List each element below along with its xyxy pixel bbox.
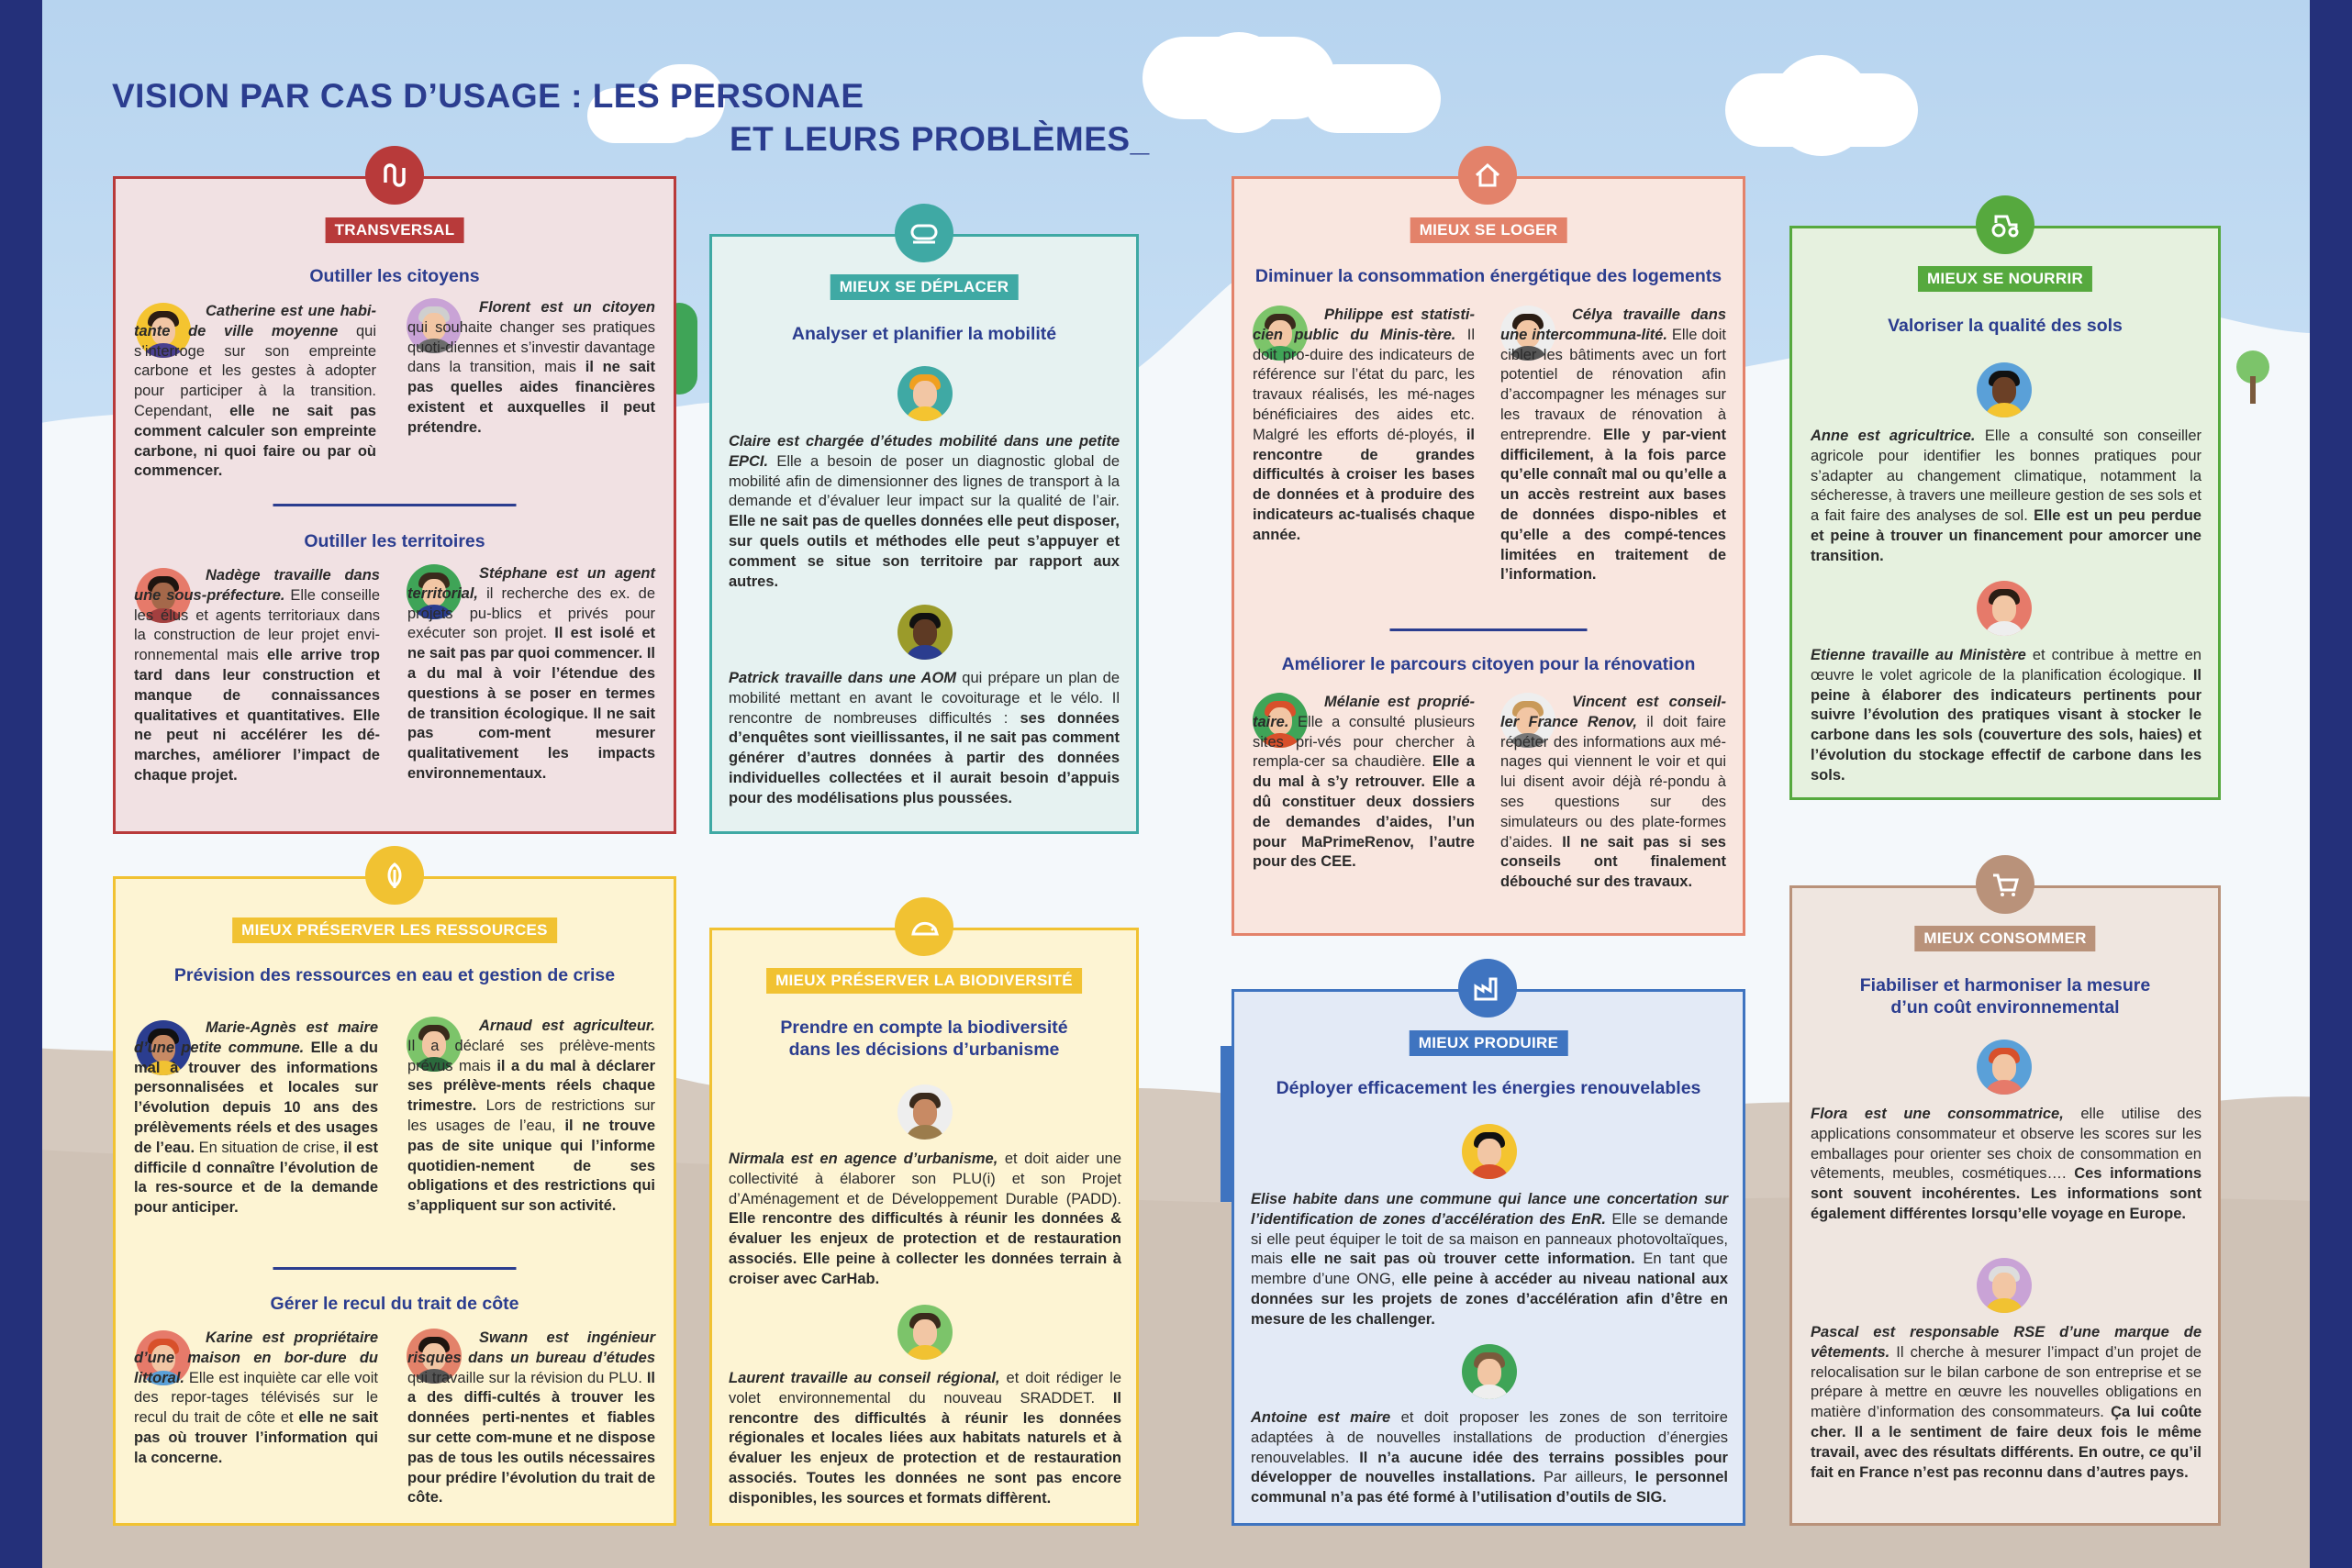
section-title: Diminuer la consommation énergétique des… (1254, 266, 1722, 286)
category-badge: MIEUX PRODUIRE (1409, 1030, 1568, 1056)
cart-icon (1976, 855, 2034, 914)
persona-claire: Claire est chargée d’études mobilité dan… (729, 433, 1120, 590)
avatar (407, 1329, 462, 1384)
section-title: Gérer le recul du trait de côte (270, 1294, 519, 1314)
persona-philippe: Philippe est statisti-cien public du Min… (1253, 306, 1475, 543)
divider (1389, 628, 1588, 631)
avatar (1977, 581, 2032, 636)
persona-florent: Florent est un citoyen qui souhaite chan… (407, 299, 655, 436)
card-biodiversite: MIEUX PRÉSERVER LA BIODIVERSITÉ Prendre … (709, 897, 1139, 1526)
cloud (1303, 64, 1441, 133)
category-badge: MIEUX SE DÉPLACER (830, 274, 1019, 300)
persona-pascal: Pascal est responsable RSE d’une marque … (1811, 1324, 2202, 1481)
persona-arnaud: Arnaud est agriculteur. Il a déclaré ses… (407, 1018, 655, 1215)
card-transversal: TRANSVERSAL Outiller les citoyens Cather… (113, 146, 676, 834)
avatar (407, 1017, 462, 1072)
page-title-line1: VISION PAR CAS D’USAGE : LES PERSONAE (112, 77, 864, 115)
card-consommer: MIEUX CONSOMMER Fiabiliser et harmoniser… (1789, 855, 2221, 1526)
avatar (407, 564, 462, 619)
avatar (1462, 1344, 1517, 1399)
card-loger: MIEUX SE LOGER Diminuer la consommation … (1232, 146, 1745, 936)
avatar (897, 605, 953, 660)
section-title: Outiller les territoires (304, 531, 485, 551)
avatar (897, 366, 953, 421)
transversal-icon (365, 146, 424, 205)
persona-nadege: Nadège travaille dans une sous-préfectur… (134, 567, 380, 784)
divider (273, 504, 517, 506)
persona-etienne: Etienne travaille au Ministère et contri… (1811, 647, 2202, 784)
persona-anne: Anne est agricultrice. Elle a consulté s… (1811, 428, 2202, 564)
cloud (642, 64, 725, 138)
avatar (136, 568, 191, 623)
card-produire: MIEUX PRODUIRE Déployer efficacement les… (1232, 959, 1745, 1526)
persona-antoine: Antoine est maire et doit proposer les z… (1251, 1409, 1728, 1507)
category-badge: TRANSVERSAL (325, 217, 464, 243)
persona-laurent: Laurent travaille au conseil régional, e… (729, 1370, 1121, 1507)
divider (273, 1267, 517, 1270)
factory-icon (1458, 959, 1517, 1018)
category-badge: MIEUX PRÉSERVER LES RESSOURCES (232, 917, 557, 943)
category-badge: MIEUX SE NOURRIR (1917, 266, 2093, 292)
persona-nirmala: Nirmala est en agence d’urbanisme, et do… (729, 1151, 1121, 1287)
avatar (136, 1020, 191, 1075)
card-ressources: MIEUX PRÉSERVER LES RESSOURCES Prévision… (113, 846, 676, 1526)
section-title: Améliorer le parcours citoyen pour la ré… (1281, 654, 1696, 674)
cloud (1771, 55, 1872, 156)
avatar (1253, 693, 1308, 748)
persona-stephane: Stéphane est un agent territorial, il re… (407, 565, 656, 782)
page-title-line2: ET LEURS PROBLÈMES_ (730, 120, 1150, 158)
cloud (1193, 32, 1285, 133)
category-badge: MIEUX SE LOGER (1410, 217, 1567, 243)
section-title: Valoriser la qualité des sols (1888, 316, 2123, 336)
persona-swann: Swann est ingénieur risques dans un bure… (407, 1329, 655, 1507)
hedgehog-icon (895, 897, 953, 956)
persona-patrick: Patrick travaille dans une AOM qui prépa… (729, 670, 1120, 806)
persona-marieagnes: Marie-Agnès est maire d’une petite commu… (134, 1019, 378, 1217)
category-badge: MIEUX PRÉSERVER LA BIODIVERSITÉ (766, 968, 1082, 994)
persona-vincent: Vincent est conseil-ler France Renov, il… (1500, 694, 1726, 891)
avatar (407, 298, 462, 353)
section-title: Analyser et planifier la mobilité (791, 324, 1057, 344)
persona-catherine: Catherine est une habi-tante de ville mo… (134, 303, 376, 480)
avatar (1977, 362, 2032, 417)
avatar (136, 1330, 191, 1385)
section-title: Prévision des ressources en eau et gesti… (173, 965, 616, 985)
persona-karine: Karine est propriétaire d’une maison en … (134, 1329, 378, 1466)
persona-flora: Flora est une consommatrice, elle utilis… (1811, 1106, 2202, 1222)
avatar (897, 1305, 953, 1360)
category-badge: MIEUX CONSOMMER (1914, 926, 2096, 951)
persona-elise: Elise habite dans une commune qui lance … (1251, 1191, 1728, 1328)
persona-melanie: Mélanie est proprié-taire. Elle a consul… (1253, 694, 1475, 871)
avatar (1977, 1040, 2032, 1095)
left-border (0, 0, 42, 1568)
train-icon (895, 204, 953, 262)
avatar (1253, 306, 1308, 361)
avatar (136, 303, 191, 358)
card-nourrir: MIEUX SE NOURRIR Valoriser la qualité de… (1789, 195, 2221, 800)
avatar (1977, 1258, 2032, 1313)
section-title: Déployer efficacement les énergies renou… (1276, 1078, 1701, 1098)
leaf-icon (365, 846, 424, 905)
avatar (1500, 693, 1555, 748)
card-deplacer: MIEUX SE DÉPLACER Analyser et planifier … (709, 204, 1139, 834)
right-border (2310, 0, 2352, 1568)
tractor-icon (1976, 195, 2034, 254)
avatar (897, 1084, 953, 1140)
avatar (1462, 1124, 1517, 1179)
section-title: Outiller les citoyens (309, 266, 480, 286)
persona-celya: Célya travaille dans une intercommuna-li… (1500, 306, 1726, 584)
avatar (1500, 306, 1555, 361)
house-icon (1458, 146, 1517, 205)
